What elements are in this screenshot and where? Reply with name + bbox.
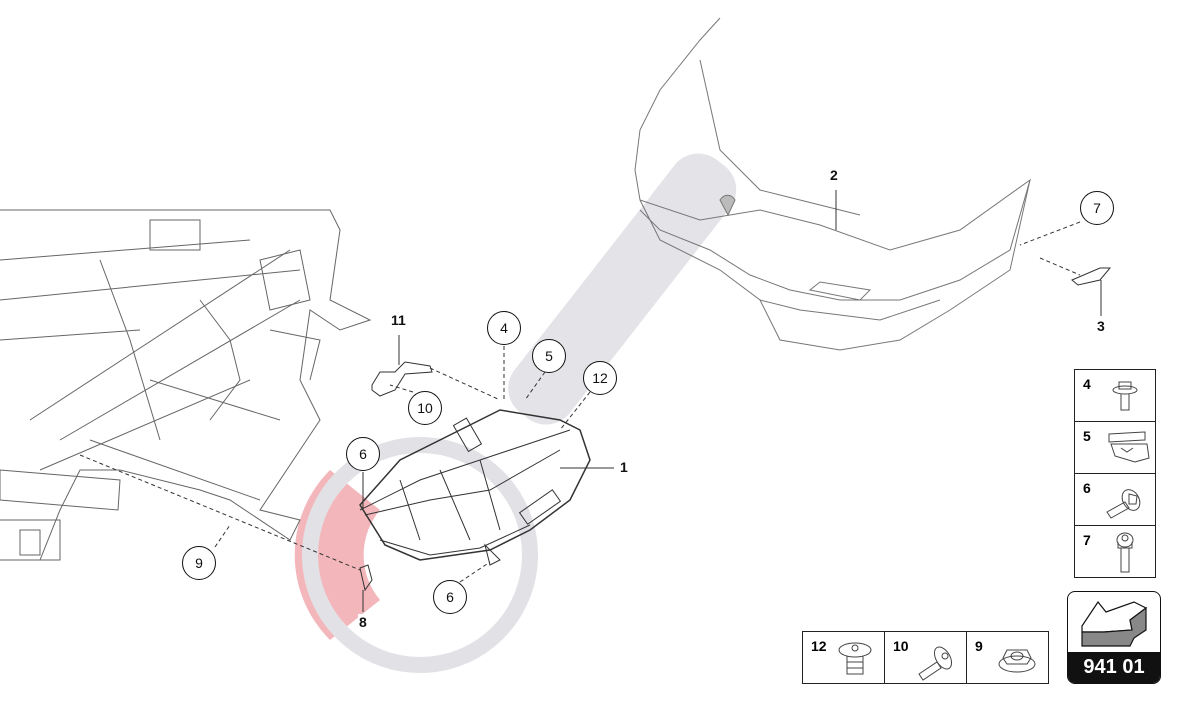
legend-item-9[interactable]: 9 (967, 632, 1048, 683)
callout-6-top[interactable]: 6 (346, 437, 380, 471)
legend-item-7[interactable]: 7 (1075, 526, 1155, 577)
callout-4[interactable]: 4 (487, 311, 521, 345)
clip-nut-icon (1108, 431, 1150, 463)
part-group-number: 941 01 (1068, 652, 1160, 683)
arrow-direction-icon (1081, 600, 1148, 647)
torx-bolt-icon (1116, 532, 1134, 573)
plug-screw-icon (838, 642, 872, 675)
callout-6-bottom[interactable]: 6 (433, 580, 467, 614)
legend-item-10[interactable]: 10 (885, 632, 967, 683)
torx-screw-icon (918, 646, 953, 681)
legend-item-4[interactable]: 4 (1075, 370, 1155, 422)
legend-item-5[interactable]: 5 (1075, 422, 1155, 474)
callout-2[interactable]: 2 (829, 167, 839, 183)
legend-number: 5 (1083, 428, 1091, 444)
watermark-logo (294, 153, 737, 673)
legend-number: 7 (1083, 532, 1091, 548)
front-bumper (634, 17, 1031, 351)
hex-flange-bolt-icon (1112, 381, 1138, 411)
legend-number: 10 (893, 638, 909, 654)
callout-11[interactable]: 11 (390, 312, 407, 328)
flange-nut-icon (998, 649, 1036, 673)
fastener-legend-column: 4 5 6 7 (1074, 369, 1156, 578)
hex-bolt-icon (1106, 489, 1141, 519)
callout-8[interactable]: 8 (358, 614, 368, 630)
legend-number: 6 (1083, 480, 1091, 496)
legend-number: 4 (1083, 376, 1091, 392)
leader-lines (79, 190, 1102, 612)
headlight-assembly (359, 409, 591, 566)
legend-item-12[interactable]: 12 (803, 632, 885, 683)
legend-number: 12 (811, 638, 827, 654)
legend-number: 9 (975, 638, 983, 654)
callout-3[interactable]: 3 (1096, 318, 1106, 334)
small-parts (359, 267, 1112, 592)
callout-7[interactable]: 7 (1080, 191, 1114, 225)
callout-10[interactable]: 10 (408, 391, 442, 425)
fastener-legend-row: 12 10 9 (802, 631, 1049, 684)
callout-12[interactable]: 12 (583, 361, 617, 395)
legend-item-6[interactable]: 6 (1075, 474, 1155, 526)
callout-1[interactable]: 1 (619, 459, 629, 475)
callout-5[interactable]: 5 (532, 339, 566, 373)
callout-9[interactable]: 9 (182, 546, 216, 580)
chassis-frame (0, 209, 372, 561)
part-group-box[interactable]: 941 01 (1067, 591, 1161, 684)
